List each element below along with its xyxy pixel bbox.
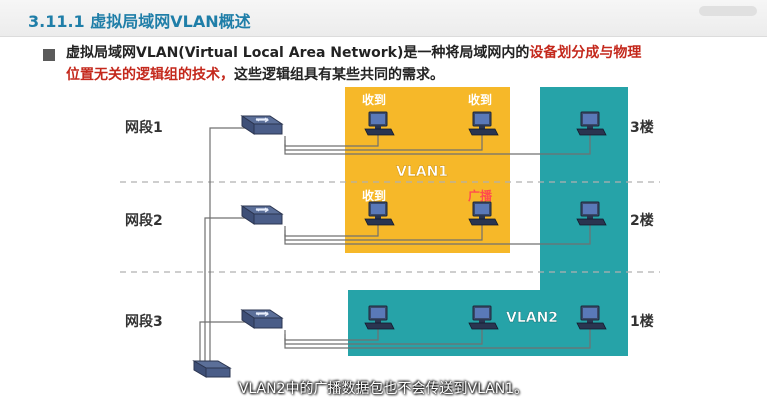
links-row2: [284, 224, 591, 245]
vlan1-label: VLAN1: [396, 164, 448, 180]
top-right-marker: [699, 6, 757, 16]
bullet-line1: 虚拟局域网VLAN(Virtual Local Area Network)是一种…: [66, 45, 530, 61]
slide-title: 3.11.1 虚拟局域网VLAN概述: [28, 12, 251, 31]
trunk-lines: [199, 127, 257, 362]
floor-label-1: 1楼: [630, 313, 654, 330]
bullet-square-icon: [43, 49, 55, 61]
host-tag-r2-right: 广播: [468, 188, 493, 203]
bullet-highlight1: 设备划分成与物理: [529, 45, 642, 61]
host-tag-r2-left: 收到: [362, 188, 386, 203]
watermark: https://blog.csdn.net/weixin_51818357: [404, 380, 639, 394]
bullet-highlight2: 位置无关的逻辑组的技术，: [66, 67, 234, 83]
bullet-paragraph: 虚拟局域网VLAN(Virtual Local Area Network)是一种…: [66, 42, 706, 86]
host-tag-r3-right: 收到: [468, 92, 492, 107]
switch-segment3-icon: [241, 115, 283, 135]
segment-label-2: 网段2: [125, 212, 163, 229]
segment-label-3: 网段1: [125, 119, 163, 136]
floor-label-3: 3楼: [630, 119, 654, 136]
floor-label-2: 2楼: [630, 212, 654, 229]
slide-header: 3.11.1 虚拟局域网VLAN概述: [0, 0, 767, 37]
links-row3: [284, 134, 591, 155]
segment-label-1: 网段3: [125, 313, 163, 330]
switch-segment2-icon: [241, 205, 283, 225]
bullet-line2-rest: 这些逻辑组具有某些共同的需求。: [234, 67, 444, 83]
switch-segment1-icon: [241, 309, 283, 329]
core-switch-icon: [193, 360, 231, 378]
vlan2-label: VLAN2: [506, 310, 558, 326]
links-row1: [284, 328, 591, 349]
host-tag-r3-left: 收到: [362, 92, 386, 107]
video-subtitle: VLAN2中的广播数据包也不会传送到VLAN1。: [238, 381, 529, 397]
